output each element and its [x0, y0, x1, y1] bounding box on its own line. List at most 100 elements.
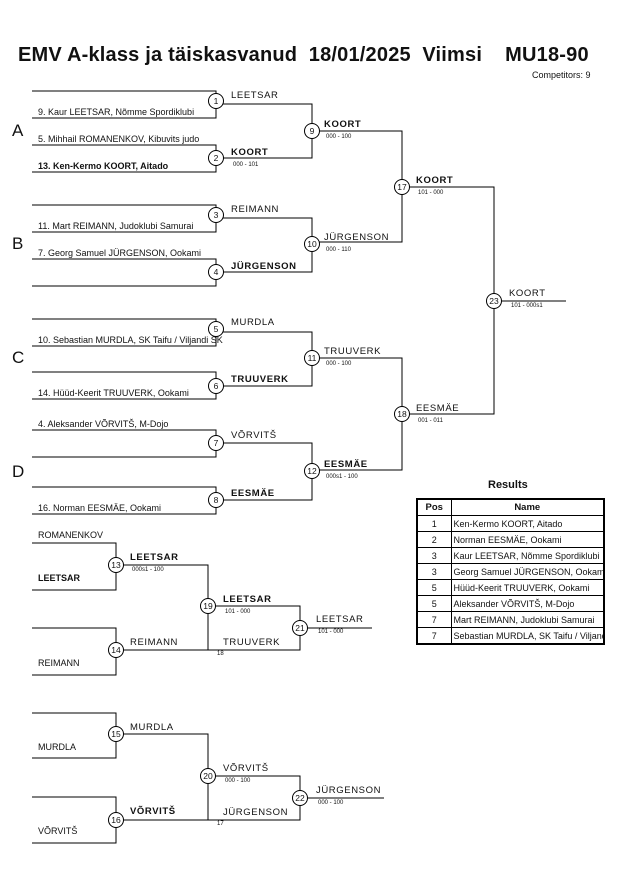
rep-16-circle	[108, 812, 124, 828]
rep-20-circle	[200, 768, 216, 784]
rep-20-loser-note: 17	[217, 821, 224, 827]
match-12-circle	[304, 463, 320, 479]
results-pos: 2	[416, 531, 452, 548]
match-17-score: 101 - 000	[418, 190, 444, 196]
entry-e16: 16. Norman EESMÄE, Ookami	[38, 503, 161, 513]
match-23-score: 101 - 000s1	[511, 303, 543, 309]
entry-e10: 10. Sebastian MURDLA, SK Taifu / Viljand…	[38, 335, 223, 345]
rep-15-b: MURDLA	[38, 742, 76, 752]
match-11-score: 000 - 100	[326, 361, 352, 367]
entry-e14: 14. Hüüd-Keerit TRUUVERK, Ookami	[38, 388, 189, 398]
match-10-score: 000 - 110	[326, 247, 352, 253]
match-12-circle-label: 12	[307, 466, 317, 476]
match-11-circle	[304, 350, 320, 366]
competitors-count: Competitors: 9	[532, 70, 591, 80]
match-18-circle	[394, 406, 410, 422]
rep-14-circle	[108, 642, 124, 658]
match-12-winner: EESMÄE	[324, 459, 368, 470]
rep-21-circle-label: 21	[295, 623, 305, 633]
results-name: Georg Samuel JÜRGENSON, Ookami	[450, 563, 605, 580]
match-8-circle	[208, 492, 224, 508]
match-12-score: 000s1 - 100	[326, 474, 358, 480]
match-11-circle-label: 11	[308, 353, 317, 363]
entry-e13: 13. Ken-Kermo KOORT, Aitado	[38, 161, 169, 171]
results-pos: 3	[416, 563, 452, 580]
rep-19-loser-note: 18	[217, 651, 224, 657]
rep-13-circle-label: 13	[111, 560, 121, 570]
match-4-circle-label: 4	[214, 267, 219, 277]
group-label-a: A	[12, 121, 24, 140]
results-name: Hüüd-Keerit TRUUVERK, Ookami	[450, 579, 605, 596]
results-name: Aleksander VÕRVITŠ, M-Dojo	[450, 595, 605, 612]
match-4-winner: JÜRGENSON	[231, 261, 297, 272]
entry-e5: 5. Mihhail ROMANENKOV, Kibuvits judo	[38, 134, 199, 144]
results-name: Mart REIMANN, Judoklubi Samurai	[450, 611, 605, 628]
line-m18	[312, 357, 403, 471]
results-pos: 7	[416, 611, 452, 628]
rep-19-winner: LEETSAR	[223, 594, 272, 605]
match-8-winner: EESMÄE	[231, 488, 275, 499]
match-23-winner: KOORT	[509, 288, 546, 299]
rep-14-circle-label: 14	[111, 645, 121, 655]
match-17-winner: KOORT	[416, 175, 453, 186]
rep-13-b: LEETSAR	[38, 573, 81, 583]
results-header-pos: Pos	[416, 498, 452, 516]
group-label-d: D	[12, 462, 25, 481]
match-1-winner: LEETSAR	[231, 90, 279, 101]
group-label-c: C	[12, 348, 25, 367]
rep-20-score: 000 - 100	[225, 778, 251, 784]
rep-15-circle	[108, 726, 124, 742]
rep-19-circle-label: 19	[203, 601, 213, 611]
match-6-winner: TRUUVERK	[231, 374, 289, 385]
match-9-score: 000 - 100	[326, 134, 352, 140]
rep-21-circle	[292, 620, 308, 636]
match-5-circle-label: 5	[214, 324, 219, 334]
results-header-name: Name	[450, 498, 605, 516]
match-18-score: 001 - 011	[418, 418, 444, 424]
rep-14-winner: REIMANN	[130, 637, 178, 648]
match-8-circle-label: 8	[214, 495, 219, 505]
rep-19-loser: TRUUVERK	[223, 637, 280, 648]
rep-16-circle-label: 16	[111, 815, 121, 825]
match-6-circle	[208, 378, 224, 394]
rep-15-circle-label: 15	[111, 729, 121, 739]
match-10-circle-label: 10	[307, 239, 317, 249]
rep-14-b: REIMANN	[38, 658, 80, 668]
match-9-winner: KOORT	[324, 119, 361, 130]
match-10-circle	[304, 236, 320, 252]
match-1-circle-label: 1	[214, 96, 219, 106]
match-2-circle	[208, 150, 224, 166]
match-3-circle-label: 3	[214, 210, 219, 220]
rep-20-circle-label: 20	[203, 771, 213, 781]
group-label-b: B	[12, 234, 24, 253]
results-pos: 3	[416, 547, 452, 564]
line-m7	[32, 429, 217, 458]
rep-19-score: 101 - 000	[225, 609, 251, 615]
entry-e9: 9. Kaur LEETSAR, Nõmme Spordiklubi	[38, 107, 194, 117]
rep-13-circle	[108, 557, 124, 573]
match-6-circle-label: 6	[214, 381, 219, 391]
results-name: Norman EESMÄE, Ookami	[450, 531, 605, 548]
results-pos: 1	[416, 515, 452, 532]
match-17-circle-label: 17	[397, 182, 407, 192]
match-5-winner: MURDLA	[231, 317, 275, 328]
match-23-circle-label: 23	[489, 296, 499, 306]
results-pos: 5	[416, 579, 452, 596]
rep-16-winner: VÕRVITŠ	[130, 805, 176, 817]
match-9-circle	[304, 123, 320, 139]
line-m23	[402, 186, 495, 415]
results-name: Kaur LEETSAR, Nõmme Spordiklubi	[450, 547, 605, 564]
match-18-winner: EESMÄE	[416, 403, 459, 414]
line-r16	[32, 796, 117, 844]
results-pos: 7	[416, 627, 452, 645]
entry-e11: 11. Mart REIMANN, Judoklubi Samurai	[38, 221, 193, 231]
match-5-circle	[208, 321, 224, 337]
results-pos: 5	[416, 595, 452, 612]
rep-13-winner: LEETSAR	[130, 552, 179, 563]
